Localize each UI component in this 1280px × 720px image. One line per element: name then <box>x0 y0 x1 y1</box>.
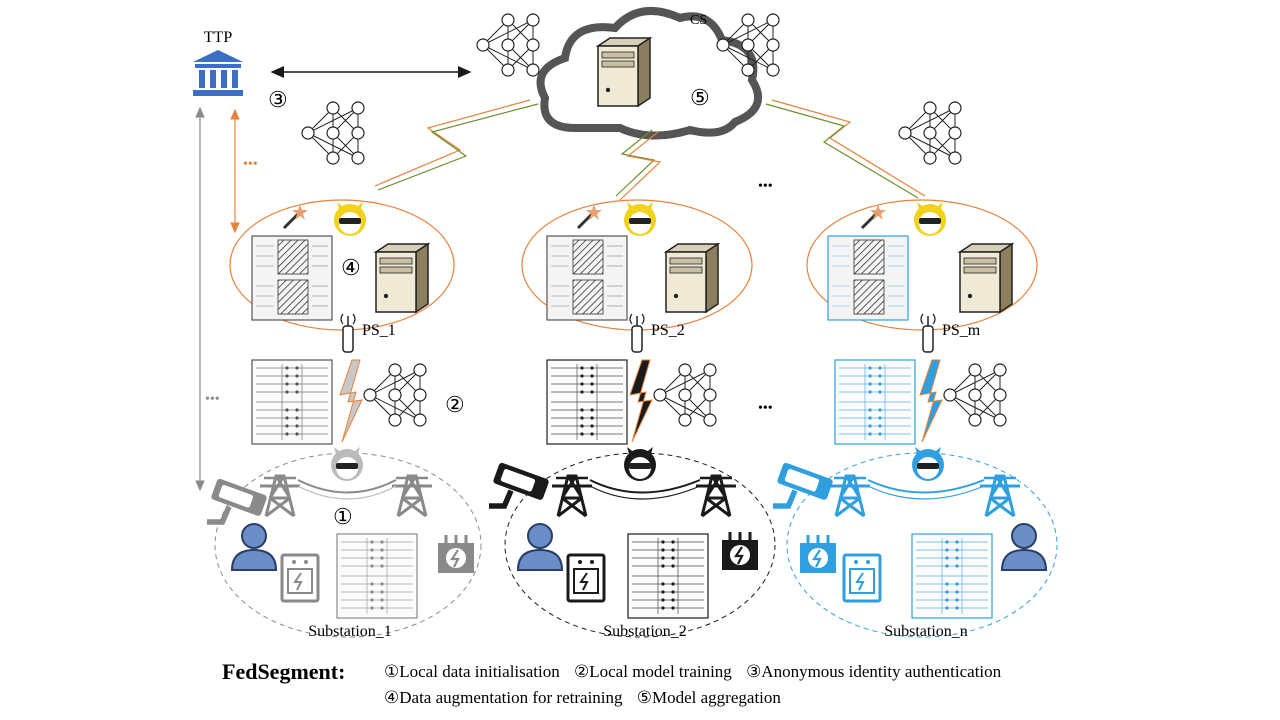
ps1-global-neural-network-icon <box>301 101 365 165</box>
subn-meter-icon <box>842 553 882 603</box>
sub2-local-data-panel <box>546 359 628 445</box>
ps2-sub2-link <box>629 359 653 443</box>
ttp-ps-ellipsis: ••• <box>243 157 258 172</box>
sub1-label: Substation_1 <box>308 623 392 640</box>
psm-augmented-data-panel <box>827 235 909 321</box>
ps-ellipsis: ••• <box>758 179 773 194</box>
substation-ellipsis: ••• <box>758 401 773 416</box>
legend-item-model-aggregation: ⑤Model aggregation <box>636 688 781 707</box>
substation-1: ① Substation_1 <box>207 447 482 640</box>
sub2-data-panel <box>627 533 709 619</box>
legend-line-2: ④Data augmentation for retraining ⑤Model… <box>384 688 791 708</box>
cs-node: ⑤ CS <box>536 7 763 140</box>
sub2-camera-icon <box>489 462 550 506</box>
bank-icon <box>193 50 243 96</box>
step1-marker: ① <box>333 504 353 529</box>
legend-line-1: ①Local data initialisation ②Local model … <box>384 662 1011 682</box>
step5-marker: ⑤ <box>690 85 710 110</box>
psm-server-icon <box>959 243 1013 313</box>
cs-left-neural-network-icon <box>476 13 540 77</box>
subn-data-panel <box>911 533 993 619</box>
cs-label: CS <box>690 13 707 28</box>
psm-global-neural-network-icon <box>898 101 962 165</box>
legend-item-local-training: ②Local model training <box>574 662 732 681</box>
ps2-label: PS_2 <box>651 322 685 339</box>
step2-marker: ② <box>445 392 465 417</box>
ps1-attacker-icon <box>334 202 366 236</box>
sub1-local-neural-network-icon <box>363 363 427 427</box>
sub1-attacker-icon <box>331 447 363 481</box>
legend-item-anon-auth: ③Anonymous identity authentication <box>746 662 1002 681</box>
legend-item-data-augmentation: ④Data augmentation for retraining <box>384 688 623 707</box>
subn-local-data-panel <box>834 359 916 445</box>
subn-label: Substation_n <box>884 623 968 640</box>
psm-subn-link <box>919 359 943 443</box>
ps2-attacker-icon <box>624 202 656 236</box>
ps1-server-icon <box>375 243 429 313</box>
psm-attacker-icon <box>914 202 946 236</box>
sub2-label: Substation_2 <box>603 623 687 640</box>
cs-ps-links <box>374 99 926 201</box>
ps2-node <box>521 199 753 331</box>
psm-node <box>806 199 1038 331</box>
ps1-label: PS_1 <box>362 322 396 339</box>
subn-local-neural-network-icon <box>943 363 1007 427</box>
substation-2: Substation_2 <box>489 447 776 640</box>
ps2-augmented-data-panel <box>546 235 628 321</box>
ttp-label: TTP <box>204 29 233 46</box>
legend-item-local-data-init: ①Local data initialisation <box>384 662 560 681</box>
psm-label: PS_m <box>942 322 981 339</box>
subn-camera-icon <box>773 462 834 506</box>
sub1-data-panel <box>336 533 418 619</box>
legend-title: FedSegment: <box>222 659 346 684</box>
step3-marker: ③ <box>268 87 288 112</box>
sub2-meter-icon <box>566 553 606 603</box>
ps1-node: ④ <box>229 199 455 331</box>
step4-marker: ④ <box>341 255 361 280</box>
server-icon <box>597 37 651 107</box>
substation-n: Substation_n <box>773 447 1058 640</box>
subn-attacker-icon <box>912 447 944 481</box>
ps2-server-icon <box>665 243 719 313</box>
sub1-local-data-panel <box>251 359 333 445</box>
sub2-attacker-icon <box>624 447 656 481</box>
ps1-sub1-link <box>339 359 363 443</box>
ttp-node: TTP ③ <box>193 29 288 112</box>
ttp-sub-ellipsis: ••• <box>205 392 220 407</box>
sub2-local-neural-network-icon <box>653 363 717 427</box>
sub1-meter-icon <box>280 553 320 603</box>
ps1-augmented-data-panel <box>251 235 333 321</box>
